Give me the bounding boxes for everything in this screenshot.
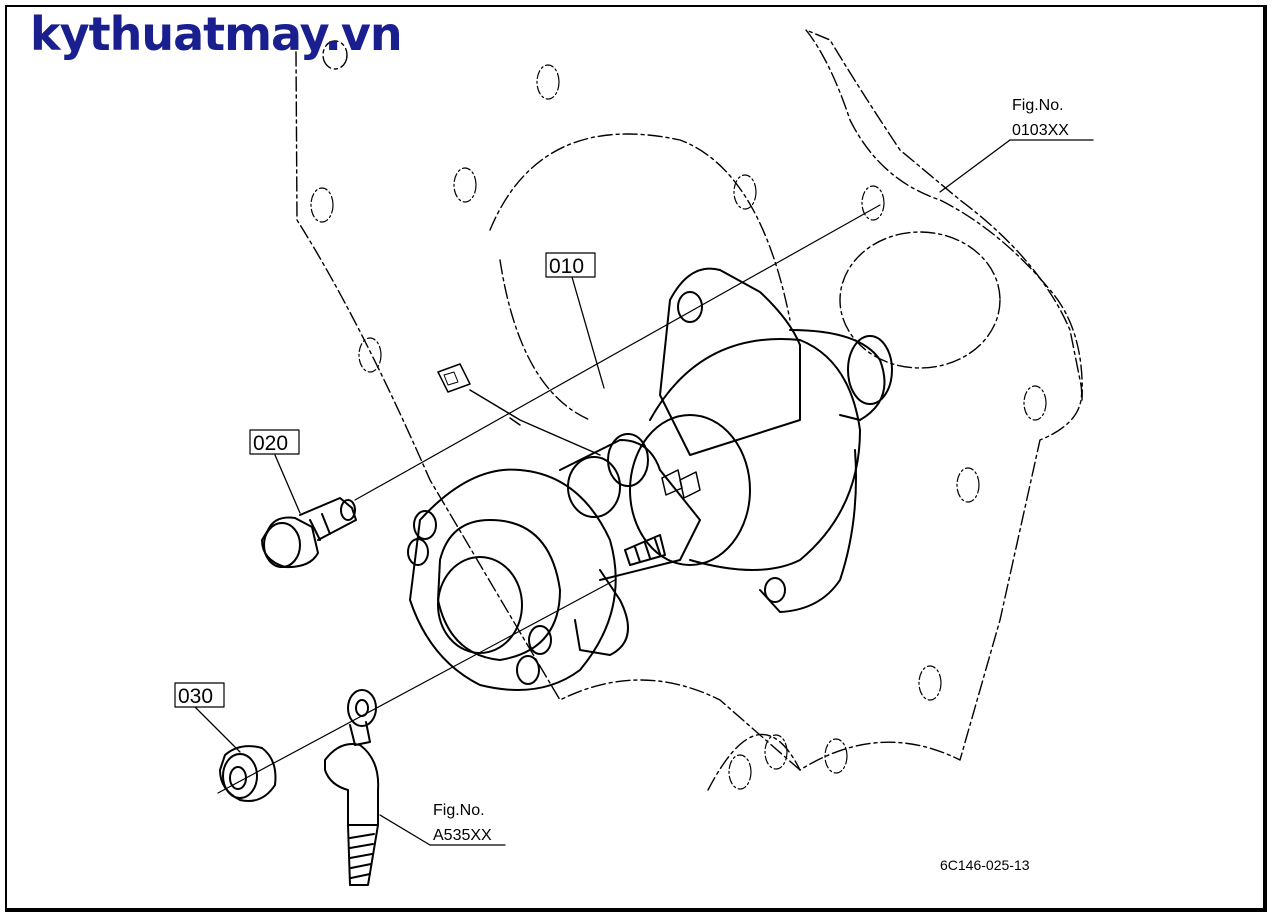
- callout-box-010: [545, 252, 596, 278]
- fig-ref-number-a535[interactable]: A535XX: [433, 827, 492, 844]
- housing-bolt-holes: [310, 64, 1047, 790]
- mounting-bolt: [261, 497, 357, 569]
- flange-nut: [219, 745, 277, 802]
- callout-box-020: [249, 429, 300, 455]
- diagram-code: 6C146-025-13: [940, 857, 1030, 873]
- starter-motor: [407, 267, 893, 691]
- callout-boxes: [174, 252, 596, 708]
- callout-box-030: [174, 682, 225, 708]
- fig-ref-label-0103: Fig.No.: [1012, 97, 1064, 114]
- assembly-axis-lines: [217, 204, 881, 794]
- leader-lines: [194, 139, 1094, 846]
- gear-case-outline: [295, 29, 1083, 791]
- site-logo: kythuatmay.vn: [30, 7, 403, 61]
- callout-020[interactable]: 020: [253, 432, 288, 455]
- callout-030[interactable]: 030: [178, 685, 213, 708]
- fig-ref-number-0103[interactable]: 0103XX: [1012, 122, 1069, 139]
- callout-010[interactable]: 010: [549, 255, 584, 278]
- battery-cable: [324, 689, 380, 886]
- fig-ref-label-a535: Fig.No.: [433, 802, 485, 819]
